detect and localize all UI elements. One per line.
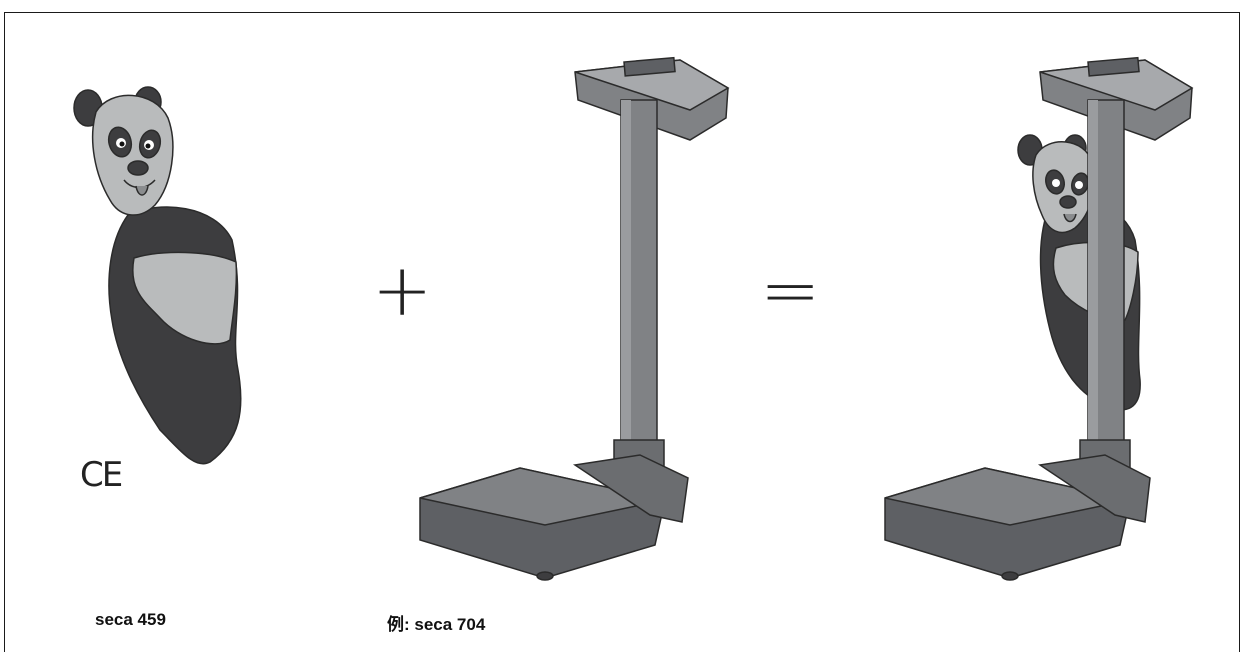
combined-scale-with-panda-image	[884, 56, 1194, 581]
ce-mark: CE	[80, 455, 123, 495]
middle-caption: 例: seca 704	[387, 615, 486, 634]
figure-frame	[4, 12, 1240, 652]
left-caption: seca 459	[95, 610, 166, 629]
plus-sign: +	[372, 248, 433, 332]
equals-sign: =	[760, 248, 821, 332]
column-scale-image	[419, 56, 730, 581]
panda-measuring-rod-image	[73, 86, 242, 465]
